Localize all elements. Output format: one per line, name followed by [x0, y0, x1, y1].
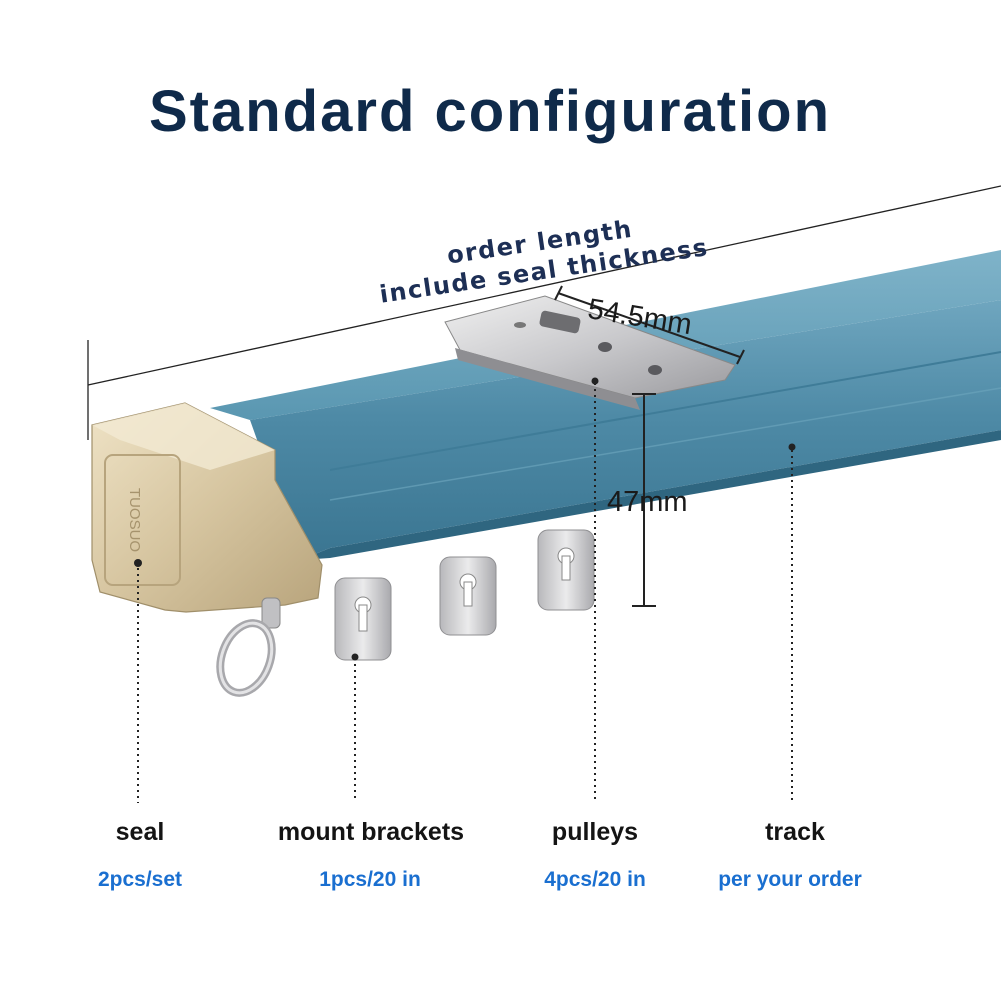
width-dimension	[554, 285, 745, 365]
seal-engraving: TUOSUO	[126, 488, 143, 552]
height-dimension	[632, 393, 656, 607]
page-title: Standard configuration	[149, 79, 831, 144]
order-length-line	[87, 185, 1001, 440]
part-name-seal: seal	[115, 818, 165, 846]
part-name-pulleys: pulleys	[551, 818, 639, 846]
bracket-hanger-2	[439, 556, 497, 636]
part-qty-mount-brackets: 1pcs/20 in	[319, 868, 421, 891]
part-qty-pulleys: 4pcs/20 in	[544, 868, 646, 891]
ring-pulley	[216, 597, 281, 697]
leader-lines	[137, 383, 793, 803]
part-qty-track: per your order	[718, 868, 862, 891]
mount-bracket-top	[444, 295, 736, 410]
bracket-hanger-3	[537, 529, 595, 611]
seal-end-cap: TUOSUO	[91, 402, 323, 613]
part-name-track: track	[765, 818, 825, 846]
part-qty-seal: 2pcs/set	[97, 868, 183, 891]
leader-dots	[351, 377, 796, 661]
bracket-hanger-1	[334, 577, 392, 661]
height-dimension-label: 47mm	[607, 486, 688, 518]
part-name-mount-brackets: mount brackets	[277, 818, 465, 846]
